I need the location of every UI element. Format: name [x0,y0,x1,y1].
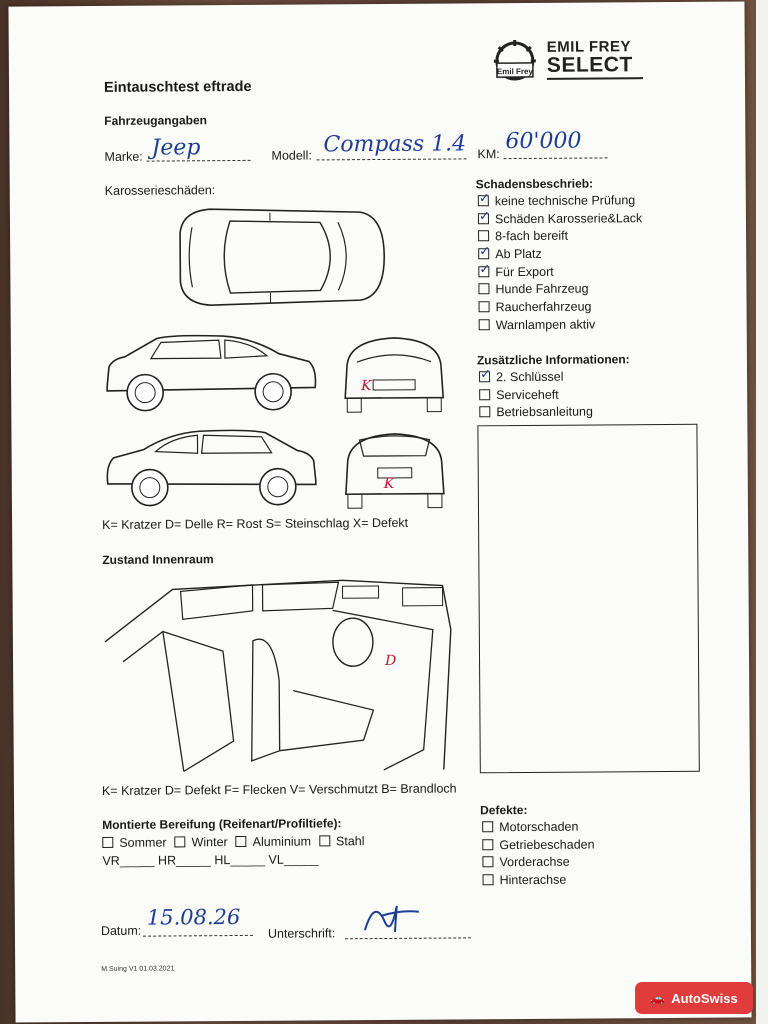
damage-option[interactable]: Ab Platz [478,245,642,264]
checkbox-label: Warnlampen aktiv [495,317,596,333]
checkbox-label: Getriebeschaden [499,837,595,852]
tire-type-label: Sommer [119,835,167,850]
damage-option[interactable]: Für Export [478,263,642,282]
watermark-label: AutoSwiss [671,990,738,1006]
checkbox[interactable] [479,371,491,383]
notes-box[interactable] [477,423,700,774]
checkbox-label: Serviceheft [496,387,559,402]
tire-type-checkbox[interactable] [174,836,186,848]
car-icon: 🚗 [650,991,666,1005]
tire-depths: VR_____ HR_____ HL_____ VL_____ [102,852,319,868]
checkbox[interactable] [477,195,489,207]
checkbox-label: 2. Schlüssel [496,369,564,385]
checkbox-label: Für Export [495,264,554,279]
defect-option[interactable]: Motorschaden [482,819,594,837]
checkbox[interactable] [479,388,491,400]
checkbox[interactable] [478,230,490,242]
checkbox[interactable] [482,874,494,886]
checkbox[interactable] [477,212,489,224]
interior-damage-mark: D [384,653,396,669]
checkbox[interactable] [482,856,494,868]
checkbox[interactable] [478,248,490,260]
vehicle-heading: Fahrzeugangaben [104,113,207,128]
tire-type-checkbox[interactable] [235,835,247,848]
tire-type-label: Winter [191,835,228,850]
checkbox-label: Hinterachse [499,872,567,888]
tires-heading: Montierte Bereifung (Reifenart/Profiltie… [102,816,342,832]
checkbox-label: Betriebsanleitung [496,404,593,420]
autoswiss-watermark: 🚗 AutoSwiss [635,982,753,1014]
emblem-text: Emil Frey [497,67,534,76]
car-rear-view-diagram: K [345,433,445,509]
info-option[interactable]: Serviceheft [479,386,593,404]
damage-option[interactable]: keine technische Prüfung [477,192,642,211]
tire-type-checkbox[interactable] [102,836,114,848]
signature-drawing [363,905,419,932]
interior-heading: Zustand Innenraum [102,552,214,567]
checkbox[interactable] [478,265,490,278]
form-title: Eintauschtest eftrade [103,78,252,96]
inspection-form-sheet: Emil Frey EMIL FREY SELECT Eintauschtest… [8,1,752,1023]
info-option[interactable]: Betriebsanleitung [479,404,593,422]
form-version: M.Suing V1 01.03.2021 [101,965,175,973]
tire-type-options: Sommer Winter Aluminium Stahl [102,834,372,850]
brand-bottom: SELECT [546,53,633,77]
emil-frey-emblem-icon: Emil Frey [493,40,536,81]
tire-type-checkbox[interactable] [318,835,331,847]
damage-option[interactable]: Hunde Fahrzeug [478,281,642,300]
tire-type-label: Stahl [335,834,365,849]
make-value: Jeep [151,135,201,161]
checkbox[interactable] [479,406,491,418]
model-label: Modell: [271,148,312,163]
damage-option[interactable]: Warnlampen aktiv [478,316,643,335]
defects-heading: Defekte: [480,802,528,818]
damage-description-list: keine technische PrüfungSchäden Karosser… [477,192,643,335]
rear-damage-mark: K [383,476,396,492]
checkbox[interactable] [478,283,490,295]
date-value: 15.08.26 [146,904,241,930]
additional-info-heading: Zusätzliche Informationen: [476,352,630,368]
brand-logo: EMIL FREY SELECT [547,38,643,80]
damage-option[interactable]: 8-fach bereift [478,228,642,247]
signature-label: Unterschrift: [267,926,336,941]
info-option[interactable]: 2. Schlüssel [479,369,593,387]
defect-option[interactable]: Hinterachse [482,872,595,890]
checkbox[interactable] [478,319,490,331]
model-value: Compass 1.4 [323,131,467,158]
car-side-view-left-diagram [106,334,317,412]
checkbox-label: Vorderachse [499,855,570,870]
tire-type-label: Aluminium [252,834,312,849]
checkbox[interactable] [482,838,494,850]
make-label: Marke: [104,149,143,164]
interior-legend: K= Kratzer D= Defekt F= Flecken V= Versc… [101,781,457,798]
checkbox-label: keine technische Prüfung [494,193,636,209]
date-label: Datum: [100,923,142,938]
car-front-view-diagram: K [344,337,445,413]
car-interior-diagram: D [104,579,452,772]
km-value: 60'000 [505,128,582,155]
damage-description-heading: Schadensbeschrieb: [475,176,594,192]
checkbox[interactable] [482,821,494,833]
checkbox-label: Motorschaden [499,819,579,835]
damage-option[interactable]: Schäden Karosserie&Lack [477,210,643,229]
checkbox-label: Raucherfahrzeug [495,299,592,315]
defect-option[interactable]: Getriebeschaden [482,836,595,854]
car-side-view-right-diagram [106,429,317,507]
front-damage-mark: K [360,378,373,394]
checkbox[interactable] [478,301,490,313]
checkbox-label: Schäden Karosserie&Lack [494,210,643,226]
car-top-view-diagram [179,208,386,306]
checkbox-label: 8-fach bereift [495,229,569,244]
km-label: KM: [477,147,500,162]
checkbox-label: Ab Platz [495,246,542,262]
checkbox-label: Hunde Fahrzeug [495,281,589,297]
body-damage-legend: K= Kratzer D= Delle R= Rost S= Steinschl… [102,515,409,532]
body-damage-heading: Karosserieschäden: [104,183,216,198]
damage-option[interactable]: Raucherfahrzeug [478,298,643,317]
defect-option[interactable]: Vorderachse [482,854,594,872]
second-sheet-edge [756,0,768,1024]
